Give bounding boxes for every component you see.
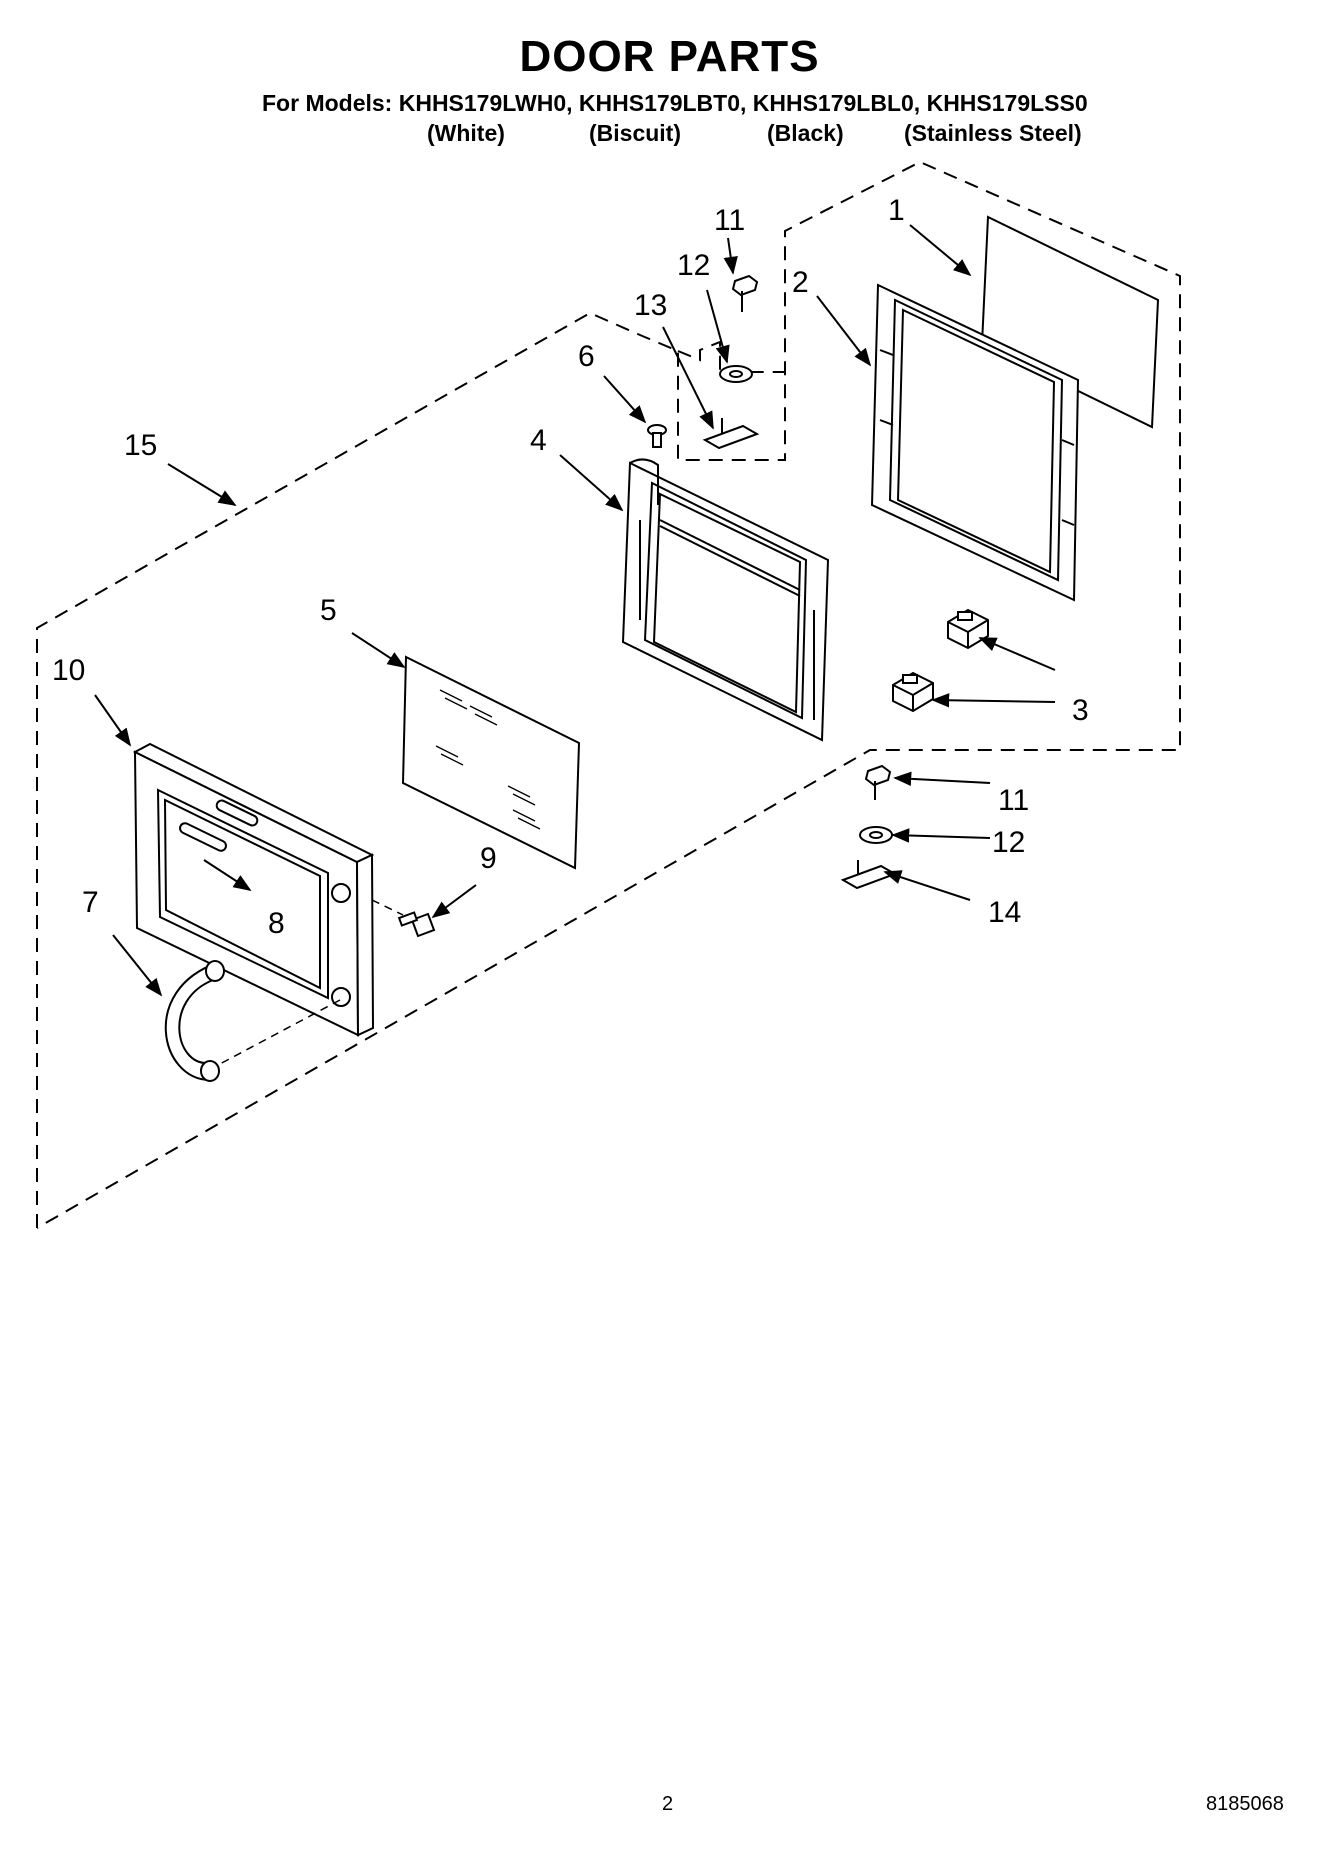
part-13-hinge-plate: [702, 424, 760, 450]
callout-13: 13: [634, 289, 667, 322]
part-3-latches: [892, 608, 989, 713]
callout-11-top: 11: [714, 204, 745, 237]
callout-9: 9: [480, 842, 497, 875]
callout-8: 8: [268, 907, 285, 940]
callout-10: 10: [52, 654, 85, 687]
page-title: DOOR PARTS: [519, 32, 820, 81]
variant-white: (White): [427, 120, 505, 146]
part-8-badge-slot: [179, 822, 227, 852]
part-2-door-frame: [870, 283, 1080, 602]
part-9-screw: [397, 911, 436, 938]
callout-15: 15: [124, 429, 157, 462]
part-4-door-inner-frame: [621, 458, 830, 742]
part-5-door-glass: [401, 655, 581, 870]
callout-4: 4: [530, 424, 547, 457]
page-number: 2: [662, 1793, 674, 1815]
part-14-hinge-plate: [840, 864, 898, 890]
hinge-hardware-bottom: [840, 764, 898, 890]
part-6-screw: [647, 424, 667, 448]
callout-5: 5: [320, 594, 337, 627]
part-11-screw-bottom: [864, 764, 892, 787]
leader-arrows: [94, 224, 1056, 997]
document-number: 8185068: [1206, 1793, 1284, 1815]
hinge-hardware-top: [702, 274, 760, 450]
callout-1: 1: [888, 194, 905, 227]
callout-12-bottom: 12: [992, 826, 1025, 859]
part-10-door-outer-panel: [132, 742, 375, 1037]
part-1-glass-panel: [980, 215, 1160, 429]
models-line: For Models: KHHS179LWH0, KHHS179LBT0, KH…: [262, 90, 1088, 116]
callout-2: 2: [792, 266, 809, 299]
variant-biscuit: (Biscuit): [589, 120, 681, 146]
callout-7: 7: [82, 886, 99, 919]
outer-dashed-boundary: [36, 160, 1181, 1229]
callout-3: 3: [1072, 694, 1089, 727]
callout-12-top: 12: [677, 249, 710, 282]
callout-6: 6: [578, 340, 595, 373]
part-7-door-handle: [164, 960, 225, 1082]
part-11-screw-top: [731, 274, 759, 297]
variant-stainless-steel: (Stainless Steel): [904, 120, 1082, 146]
callout-11-bottom: 11: [998, 784, 1029, 817]
variant-black: (Black): [767, 120, 844, 146]
callout-14: 14: [988, 896, 1021, 929]
